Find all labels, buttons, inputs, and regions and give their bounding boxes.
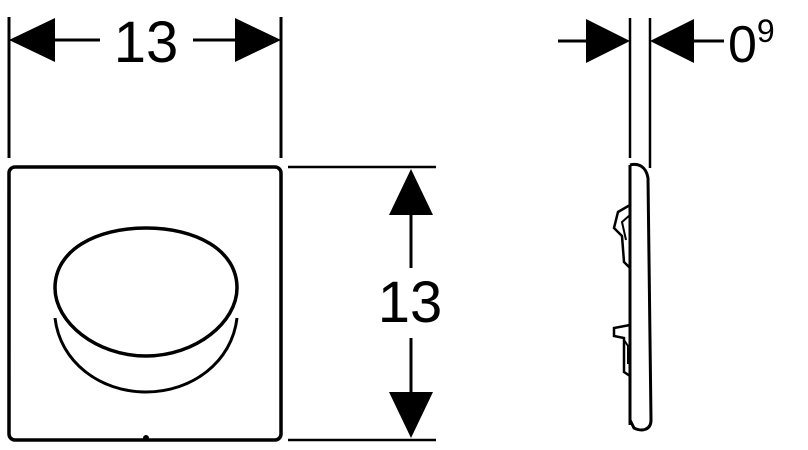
height-label: 13 bbox=[378, 270, 443, 335]
indicator-dot bbox=[143, 435, 149, 441]
thickness-dimension bbox=[558, 18, 724, 168]
thickness-label-main: 0 bbox=[728, 16, 757, 74]
front-view bbox=[7, 165, 283, 442]
mounting-clip-bottom bbox=[612, 323, 631, 378]
height-dimension bbox=[288, 165, 436, 442]
plate-profile-outer bbox=[628, 162, 653, 432]
width-label: 13 bbox=[114, 10, 179, 75]
width-arrow-left bbox=[9, 18, 55, 62]
button-lower-ring bbox=[53, 317, 239, 394]
thickness-arrow-left bbox=[586, 19, 630, 63]
width-dimension bbox=[7, 17, 283, 158]
thickness-label-superscript: 9 bbox=[757, 13, 775, 49]
height-arrow-bottom bbox=[389, 392, 433, 438]
thickness-label: 09 bbox=[728, 13, 775, 74]
mounting-clip-bottom-inner bbox=[623, 339, 629, 364]
flush-button bbox=[53, 226, 239, 358]
width-arrow-right bbox=[235, 18, 281, 62]
height-arrow-top bbox=[389, 169, 433, 215]
mounting-clip-top bbox=[612, 203, 631, 269]
side-view bbox=[612, 162, 653, 432]
mounting-clip-top-inner bbox=[620, 214, 631, 241]
thickness-arrow-right bbox=[650, 19, 694, 63]
flush-plate-outline bbox=[7, 165, 283, 442]
